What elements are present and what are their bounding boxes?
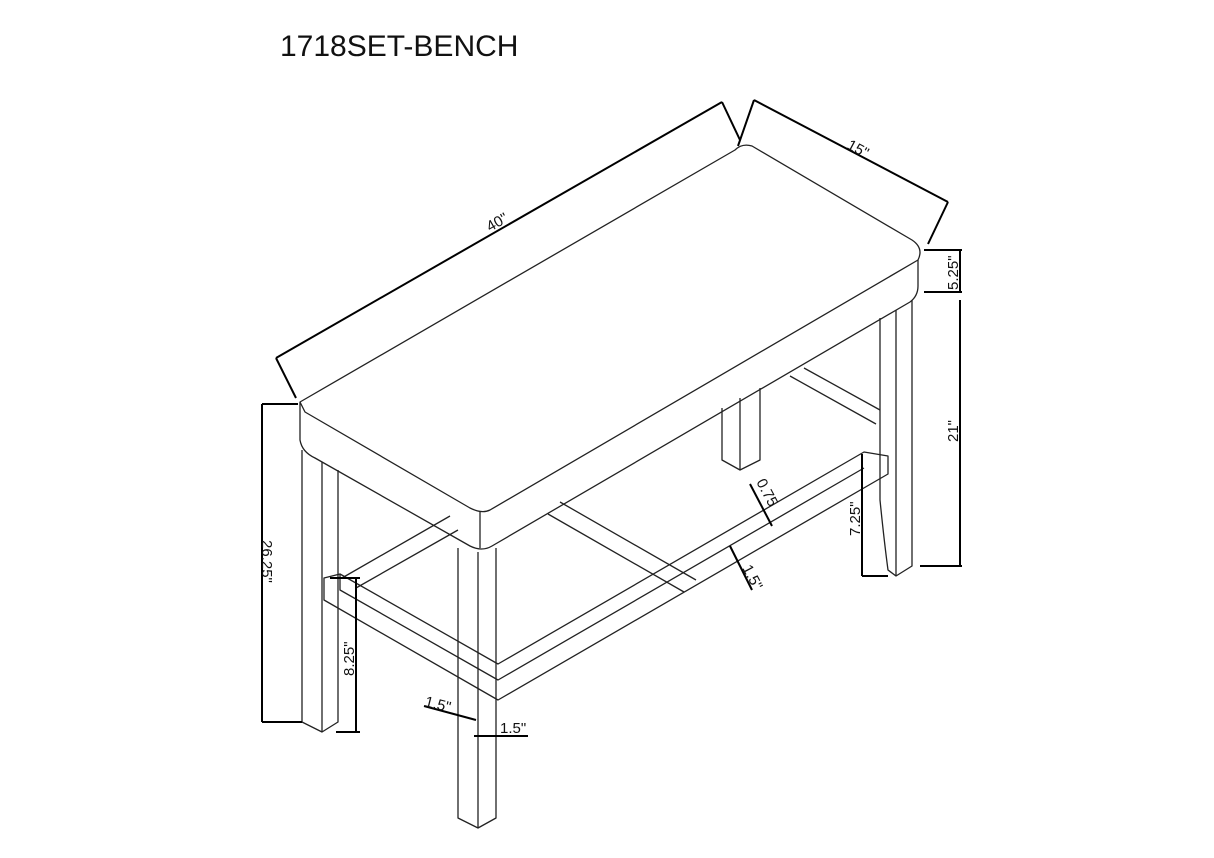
dim-stretcher-thickness: 0.75 — [752, 476, 781, 510]
seat-front — [299, 260, 919, 550]
dim-leg-height: 21" — [945, 420, 962, 442]
leg-front-left — [301, 450, 339, 733]
dim-depth: 15" — [844, 137, 871, 162]
dim-length: 40" — [484, 210, 512, 236]
leg-right-front — [879, 300, 913, 577]
stretcher-right-back — [789, 367, 881, 425]
seat-top — [299, 144, 921, 513]
drawing-title: 1718SET-BENCH — [280, 30, 519, 63]
dim-stretcher-width: 1.5" — [738, 562, 765, 593]
stretcher-center — [547, 501, 697, 593]
dim-leg-width-a: 1.5" — [423, 693, 453, 716]
dim-side-stretcher-height: 7.25" — [847, 501, 864, 536]
dim-front-stretcher-height: 8.25" — [341, 641, 358, 676]
dim-overall-height: 26.25" — [258, 540, 275, 583]
dim-seat-thickness: 5.25" — [945, 255, 962, 290]
stretcher-left — [341, 515, 459, 589]
dim-leg-width-b: 1.5" — [500, 720, 526, 737]
stretcher-front — [323, 451, 889, 701]
